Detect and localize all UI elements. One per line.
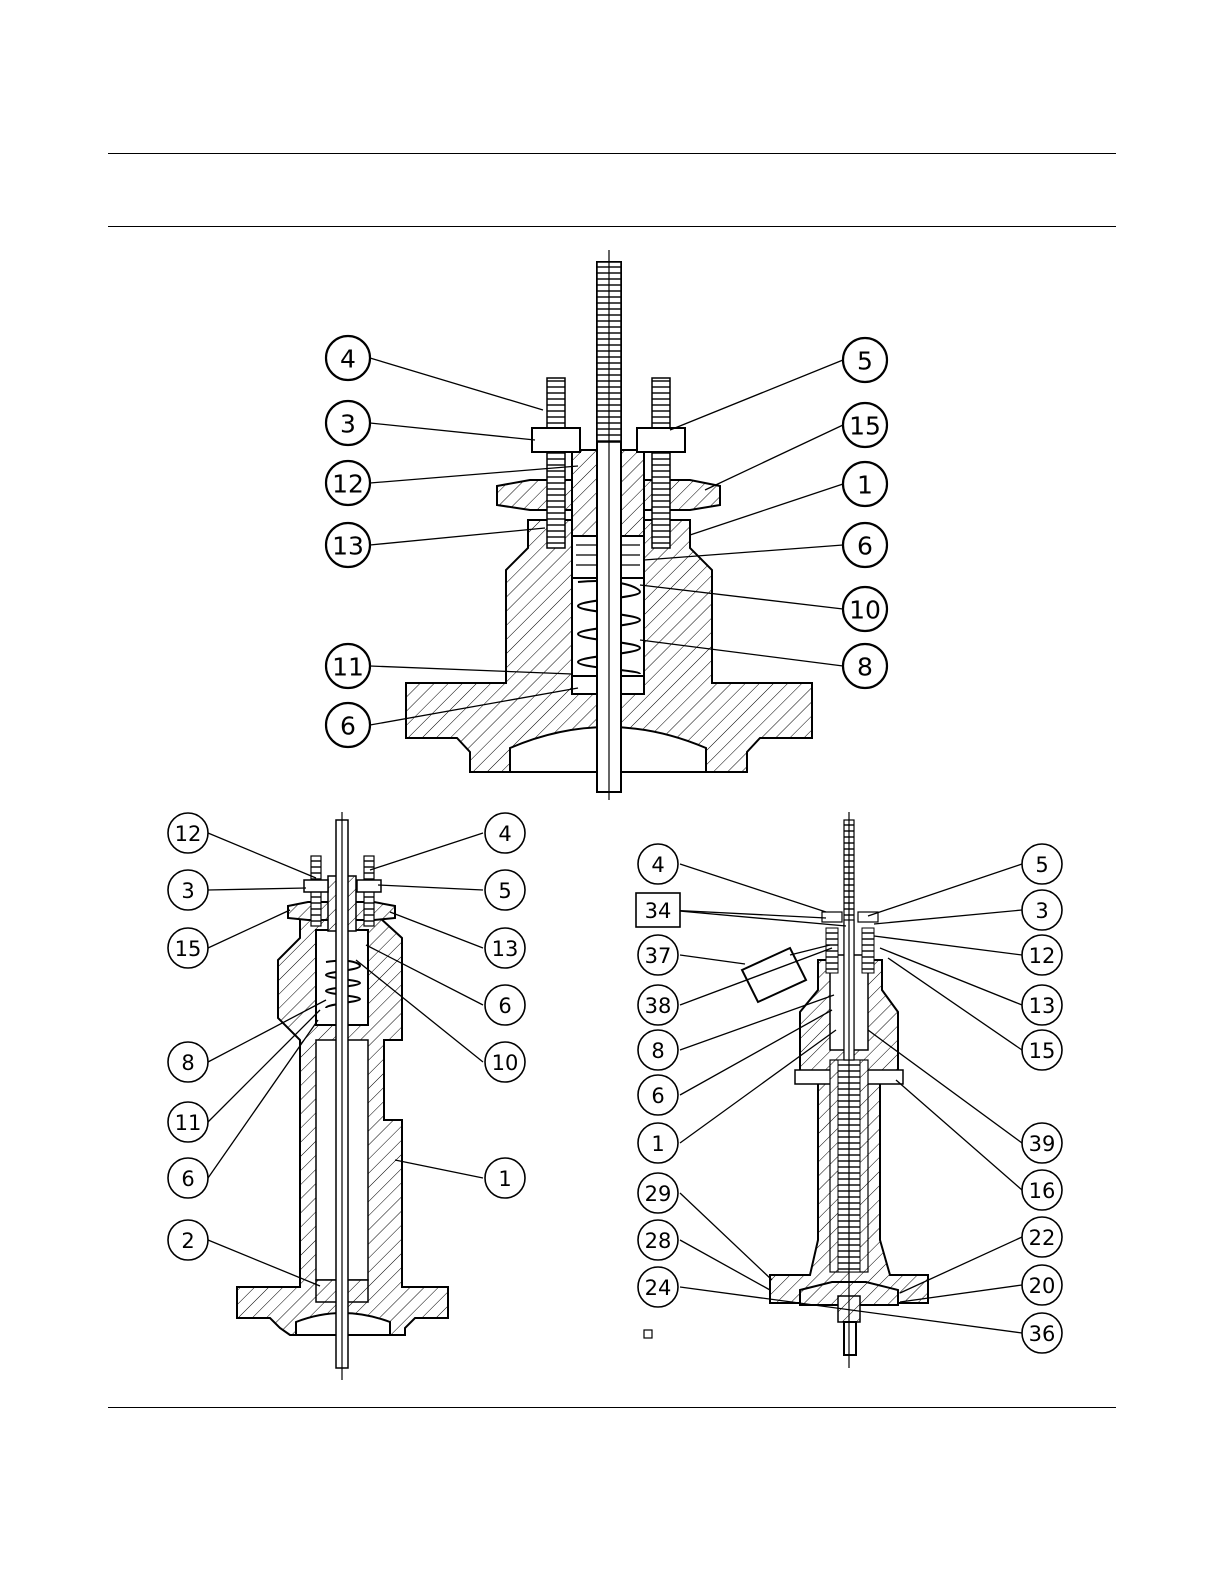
callout-ext-10: 10 <box>485 1042 525 1082</box>
small-square-marker <box>644 1330 652 1338</box>
svg-text:38: 38 <box>645 994 672 1018</box>
svg-text:36: 36 <box>1029 1322 1056 1346</box>
callout-bel-1: 1 <box>638 1123 678 1163</box>
svg-text:2: 2 <box>181 1229 194 1253</box>
svg-text:12: 12 <box>1029 944 1056 968</box>
callout-ext-4: 4 <box>485 813 525 853</box>
svg-text:10: 10 <box>849 596 881 625</box>
svg-text:6: 6 <box>651 1084 664 1108</box>
callout-top-4: 4 <box>326 336 370 380</box>
svg-text:15: 15 <box>1029 1039 1056 1063</box>
svg-text:8: 8 <box>651 1039 664 1063</box>
callout-top-6-left: 6 <box>326 703 370 747</box>
callout-bel-16: 16 <box>1022 1170 1062 1210</box>
callout-bel-39: 39 <box>1022 1123 1062 1163</box>
callout-ext-2: 2 <box>168 1220 208 1260</box>
svg-text:16: 16 <box>1029 1179 1056 1203</box>
callout-ext-6-left: 6 <box>168 1158 208 1198</box>
svg-text:10: 10 <box>492 1051 519 1075</box>
svg-text:13: 13 <box>492 937 519 961</box>
svg-text:6: 6 <box>340 712 356 741</box>
top-bonnet-drawing <box>406 250 812 800</box>
svg-text:8: 8 <box>857 653 873 682</box>
callout-bel-6: 6 <box>638 1075 678 1115</box>
svg-text:6: 6 <box>498 994 511 1018</box>
svg-text:1: 1 <box>857 471 873 500</box>
svg-text:4: 4 <box>651 853 664 877</box>
callout-bel-29: 29 <box>638 1173 678 1213</box>
callout-bel-13: 13 <box>1022 985 1062 1025</box>
svg-text:24: 24 <box>645 1276 672 1300</box>
svg-text:20: 20 <box>1029 1274 1056 1298</box>
svg-text:11: 11 <box>332 653 364 682</box>
callout-ext-11: 11 <box>168 1102 208 1142</box>
svg-text:15: 15 <box>175 937 202 961</box>
callout-bel-3: 3 <box>1022 890 1062 930</box>
callout-ext-15: 15 <box>168 928 208 968</box>
svg-text:1: 1 <box>651 1132 664 1156</box>
callout-ext-1: 1 <box>485 1158 525 1198</box>
callout-top-5: 5 <box>843 338 887 382</box>
svg-text:37: 37 <box>645 944 672 968</box>
bellows-bonnet-drawing <box>742 812 928 1368</box>
callout-top-13: 13 <box>326 523 370 567</box>
callout-bel-8: 8 <box>638 1030 678 1070</box>
svg-text:12: 12 <box>332 470 364 499</box>
callout-bel-38: 38 <box>638 985 678 1025</box>
callout-top-11: 11 <box>326 644 370 688</box>
callout-ext-6-right: 6 <box>485 985 525 1025</box>
svg-text:6: 6 <box>857 532 873 561</box>
svg-text:5: 5 <box>498 879 511 903</box>
svg-text:4: 4 <box>340 345 356 374</box>
callout-ext-5: 5 <box>485 870 525 910</box>
callout-bel-37: 37 <box>638 935 678 975</box>
callout-bel-15: 15 <box>1022 1030 1062 1070</box>
svg-text:3: 3 <box>340 410 356 439</box>
callout-top-6-right: 6 <box>843 523 887 567</box>
svg-text:3: 3 <box>181 879 194 903</box>
svg-text:13: 13 <box>332 532 364 561</box>
callout-ext-8: 8 <box>168 1042 208 1082</box>
svg-text:28: 28 <box>645 1229 672 1253</box>
callout-ext-3: 3 <box>168 870 208 910</box>
svg-text:11: 11 <box>175 1111 202 1135</box>
svg-text:39: 39 <box>1029 1132 1056 1156</box>
svg-text:34: 34 <box>645 899 672 923</box>
callout-bel-20: 20 <box>1022 1265 1062 1305</box>
callout-top-8: 8 <box>843 644 887 688</box>
svg-text:12: 12 <box>175 822 202 846</box>
svg-text:22: 22 <box>1029 1226 1056 1250</box>
svg-text:29: 29 <box>645 1182 672 1206</box>
svg-text:5: 5 <box>1035 853 1048 877</box>
svg-text:13: 13 <box>1029 994 1056 1018</box>
callout-bel-34: 34 <box>636 893 680 927</box>
svg-text:1: 1 <box>498 1167 511 1191</box>
callout-top-15: 15 <box>843 403 887 447</box>
callout-top-1: 1 <box>843 462 887 506</box>
callout-ext-13: 13 <box>485 928 525 968</box>
callout-top-10: 10 <box>843 587 887 631</box>
callout-bel-5: 5 <box>1022 844 1062 884</box>
svg-text:8: 8 <box>181 1051 194 1075</box>
extension-bonnet-drawing <box>237 812 448 1380</box>
svg-text:3: 3 <box>1035 899 1048 923</box>
callout-bel-36: 36 <box>1022 1313 1062 1353</box>
callout-top-3: 3 <box>326 401 370 445</box>
callout-bel-12: 12 <box>1022 935 1062 975</box>
svg-text:6: 6 <box>181 1167 194 1191</box>
callout-bel-24: 24 <box>638 1267 678 1307</box>
svg-text:15: 15 <box>849 412 881 441</box>
callout-bel-28: 28 <box>638 1220 678 1260</box>
callout-bel-4: 4 <box>638 844 678 884</box>
callout-bel-22: 22 <box>1022 1217 1062 1257</box>
callout-top-12: 12 <box>326 461 370 505</box>
svg-text:5: 5 <box>857 347 873 376</box>
callout-ext-12: 12 <box>168 813 208 853</box>
svg-text:4: 4 <box>498 822 511 846</box>
